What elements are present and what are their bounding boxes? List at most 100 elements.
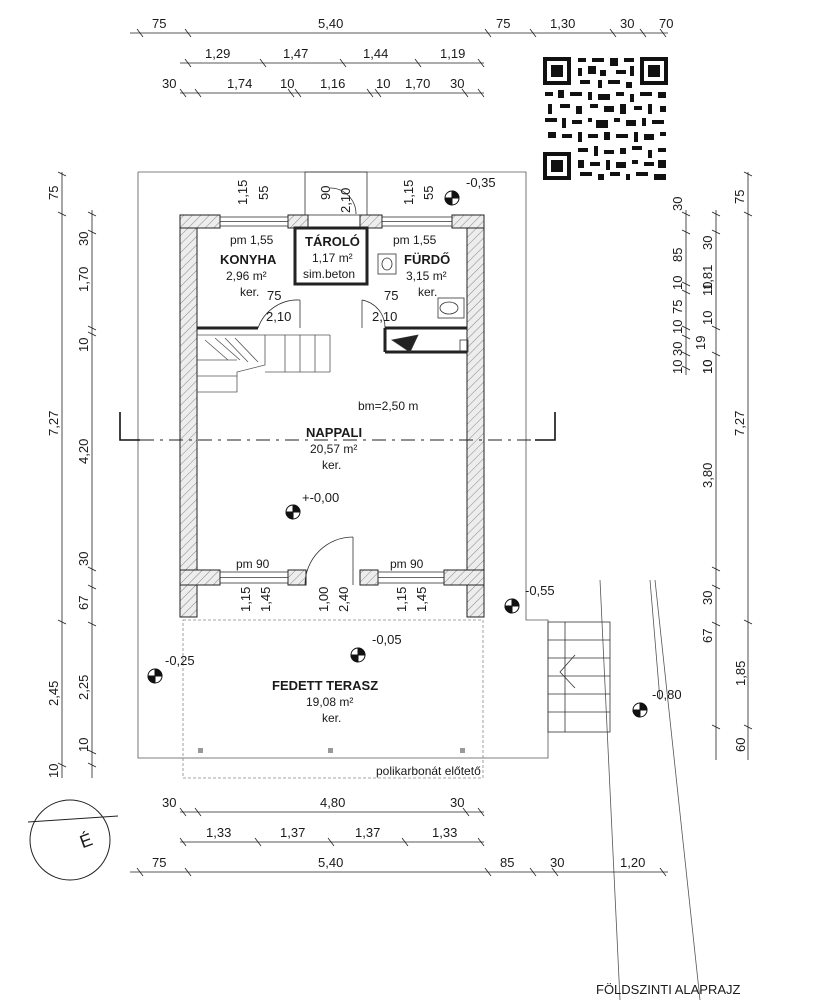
room-finish-furdo: ker. xyxy=(418,285,437,299)
level-label: -0,25 xyxy=(165,653,195,668)
dim-right-inner-8: 67 xyxy=(700,629,715,643)
win-bottom-left-1: 1,15 xyxy=(238,587,253,612)
dim-top-4: 1,30 xyxy=(550,16,575,31)
door-furdo-height: 2,10 xyxy=(372,309,397,324)
left-dimension-labels: 75 7,27 2,45 10 30 1,70 10 4,20 30 67 2,… xyxy=(46,186,91,778)
dim-bottom-3: 30 xyxy=(450,795,464,810)
dim-right-inner-7: 30 xyxy=(700,591,715,605)
dim-bottom3-3: 85 xyxy=(500,855,514,870)
door-bottom-2: 2,40 xyxy=(336,587,351,612)
sill-furdo: pm 1,55 xyxy=(393,233,437,247)
room-name-tarolo: TÁROLÓ xyxy=(305,234,360,249)
dim-bottom2-1: 1,33 xyxy=(206,825,231,840)
dim-right-inner-5: 10 xyxy=(700,360,715,374)
door-konyha-width: 75 xyxy=(267,288,281,303)
dim-bottom3-5: 1,20 xyxy=(620,855,645,870)
right-dimensions xyxy=(681,171,753,760)
room-name-konyha: KONYHA xyxy=(220,252,277,267)
door-tarolo-w: 90 xyxy=(318,186,333,200)
dim-right-small-6: 30 xyxy=(670,342,685,356)
room-finish-konyha: ker. xyxy=(240,285,259,299)
dim-left-inner-6: 67 xyxy=(76,596,91,610)
win-bottom-left-2: 1,45 xyxy=(258,587,273,612)
dim-top3-6: 1,70 xyxy=(405,76,430,91)
room-finish-nappali: ker. xyxy=(322,458,341,472)
door-tarolo-h: 2,10 xyxy=(338,188,353,213)
dim-bottom-1: 30 xyxy=(162,795,176,810)
windows xyxy=(219,216,453,584)
level-label: +-0,00 xyxy=(302,490,339,505)
dim-right-small2-2: 10 xyxy=(700,360,715,374)
win-furdo-1: 1,15 xyxy=(401,180,416,205)
dim-right-small-7: 10 xyxy=(670,360,685,374)
dim-bottom-2: 4,80 xyxy=(320,795,345,810)
dim-left-inner-5: 30 xyxy=(76,552,91,566)
dim-right-outer-2: 7,27 xyxy=(732,411,747,436)
dim-top-6: 70 xyxy=(659,16,673,31)
terrace xyxy=(182,619,484,779)
top-dimension-labels: 75 5,40 75 1,30 30 70 1,29 1,47 1,44 1,1… xyxy=(152,16,673,91)
dim-right-inner-1: 30 xyxy=(700,236,715,250)
dim-left-outer-4: 10 xyxy=(46,764,61,778)
win-furdo-2: 55 xyxy=(421,186,436,200)
dim-top3-7: 30 xyxy=(450,76,464,91)
dim-left-inner-4: 4,20 xyxy=(76,439,91,464)
dim-left-outer-3: 2,45 xyxy=(46,681,61,706)
dim-left-inner-7: 2,25 xyxy=(76,675,91,700)
dim-top-5: 30 xyxy=(620,16,634,31)
site-outline xyxy=(137,171,701,1000)
dim-bottom2-4: 1,33 xyxy=(432,825,457,840)
level-marker-icon xyxy=(285,504,301,520)
right-dimension-labels: 30 85 10 75 10 30 10 10 10 30 1,81 10 19… xyxy=(670,190,748,752)
dim-bottom3-1: 75 xyxy=(152,855,166,870)
top-dimensions xyxy=(130,28,668,98)
level-labels: +-0,00 -0,05 -0,25 -0,35 -0,55 -0,80 xyxy=(165,175,682,702)
dim-top-2: 5,40 xyxy=(318,16,343,31)
dim-bottom3-2: 5,40 xyxy=(318,855,343,870)
room-area-terasz: 19,08 m² xyxy=(306,695,353,709)
room-name-terasz: FEDETT TERASZ xyxy=(272,678,378,693)
win-bottom-right-1: 1,15 xyxy=(394,587,409,612)
level-marker-icon xyxy=(632,702,648,718)
dim-right-small-2: 85 xyxy=(670,248,685,262)
dim-right-small-3: 10 xyxy=(670,276,685,290)
drawing-title: FÖLDSZINTI ALAPRAJZ xyxy=(596,982,741,997)
dim-top3-1: 30 xyxy=(162,76,176,91)
dim-right-small2-1: 10 xyxy=(700,282,715,296)
level-markers xyxy=(147,190,648,718)
dim-top-1: 75 xyxy=(152,16,166,31)
bathroom-fixtures xyxy=(377,253,469,353)
level-marker-icon xyxy=(147,668,163,684)
interior-stairs xyxy=(197,334,331,393)
dim-bottom3-4: 30 xyxy=(550,855,564,870)
door-konyha-height: 2,10 xyxy=(266,309,291,324)
door-furdo-width: 75 xyxy=(384,288,398,303)
opening-labels: 75 2,10 75 2,10 xyxy=(266,288,398,324)
dim-left-inner-2: 1,70 xyxy=(76,267,91,292)
level-label: -0,35 xyxy=(466,175,496,190)
room-area-konyha: 2,96 m² xyxy=(226,269,267,283)
level-marker-icon xyxy=(444,190,460,206)
level-label: -0,55 xyxy=(525,583,555,598)
dim-top2-2: 1,47 xyxy=(283,46,308,61)
dim-top-3: 75 xyxy=(496,16,510,31)
dim-right-small-4: 75 xyxy=(670,300,685,314)
canopy-label: polikarbonát előtető xyxy=(376,764,481,778)
dim-right-inner-6: 3,80 xyxy=(700,463,715,488)
room-area-tarolo: 1,17 m² xyxy=(312,251,353,265)
level-label: -0,80 xyxy=(652,687,682,702)
sill-konyha: pm 1,55 xyxy=(230,233,274,247)
room-name-furdo: FÜRDŐ xyxy=(404,252,450,267)
dim-top3-3: 10 xyxy=(280,76,294,91)
dim-right-small-5: 10 xyxy=(670,320,685,334)
level-marker-icon xyxy=(350,647,366,663)
dim-right-inner-4: 19 xyxy=(693,336,708,350)
door-bottom-1: 1,00 xyxy=(316,587,331,612)
room-labels: pm 1,55 KONYHA 2,96 m² ker. TÁROLÓ 1,17 … xyxy=(220,233,481,778)
dim-right-inner-2: 1,81 xyxy=(700,265,715,290)
win-konyha-1: 1,15 xyxy=(235,180,250,205)
exterior-stairs xyxy=(547,621,611,733)
dim-bottom2-2: 1,37 xyxy=(280,825,305,840)
dim-top3-5: 10 xyxy=(376,76,390,91)
